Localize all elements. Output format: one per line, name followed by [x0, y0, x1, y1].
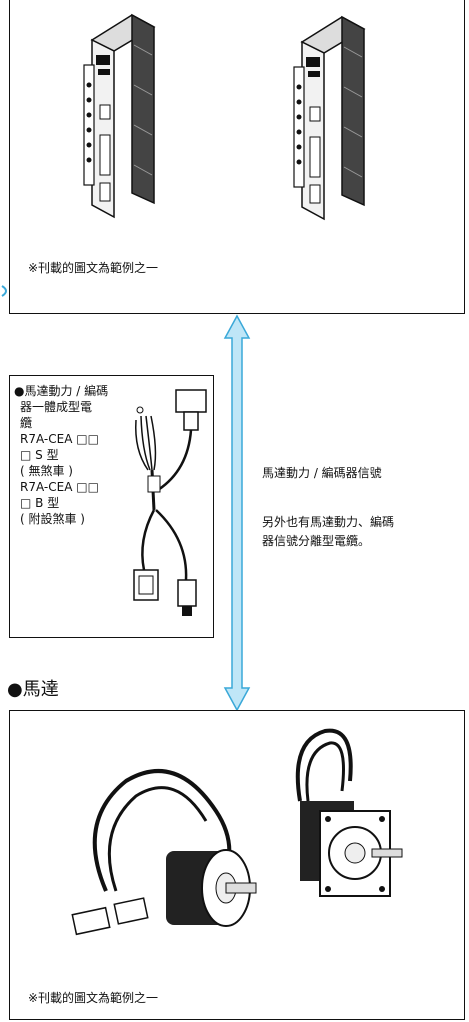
cable-heading-line-3: 纜	[20, 416, 33, 430]
cable-model-line-1: R7A-CEA □□	[20, 432, 99, 446]
cable-model-line-3: ( 無煞車 )	[20, 464, 73, 478]
motor-caption: ※刊載的圖文為範例之一	[28, 991, 159, 1005]
servo-drive-illustration-1	[83, 13, 156, 219]
cable-panel: ●馬達動力 / 編碼 器一體成型電 纜 R7A-CEA □□ □ S 型 ( 無…	[9, 375, 214, 638]
connection-double-arrow	[223, 314, 251, 712]
cable-description-line-2: 器信號分離型電纜。	[262, 534, 371, 548]
cable-model-line-5: □ B 型	[20, 496, 60, 510]
connector-mark-icon	[1, 285, 7, 297]
cable-type-title: 馬達動力 / 編碼器信號	[262, 466, 382, 480]
servo-motor-illustration-1	[71, 769, 257, 936]
cable-model-line-6: ( 附設煞車 )	[20, 512, 85, 526]
cable-heading-line-1: ●馬達動力 / 編碼	[14, 384, 109, 398]
motor-panel: ※刊載的圖文為範例之一	[9, 710, 465, 1020]
cable-model-line-2: □ S 型	[20, 448, 59, 462]
cable-description-line-1: 另外也有馬達動力、編碼	[262, 515, 395, 529]
servo-motor-illustration-2	[295, 728, 403, 897]
servo-drive-panel: ※刊載的圖文為範例之一	[9, 0, 465, 314]
motor-heading: ●馬達	[7, 679, 59, 700]
cable-model-line-4: R7A-CEA □□	[20, 480, 99, 494]
top-caption: ※刊載的圖文為範例之一	[28, 261, 159, 275]
servo-drive-illustration-2	[293, 15, 366, 221]
cable-heading-line-2: 器一體成型電	[20, 400, 93, 414]
cable-illustration	[133, 389, 207, 616]
